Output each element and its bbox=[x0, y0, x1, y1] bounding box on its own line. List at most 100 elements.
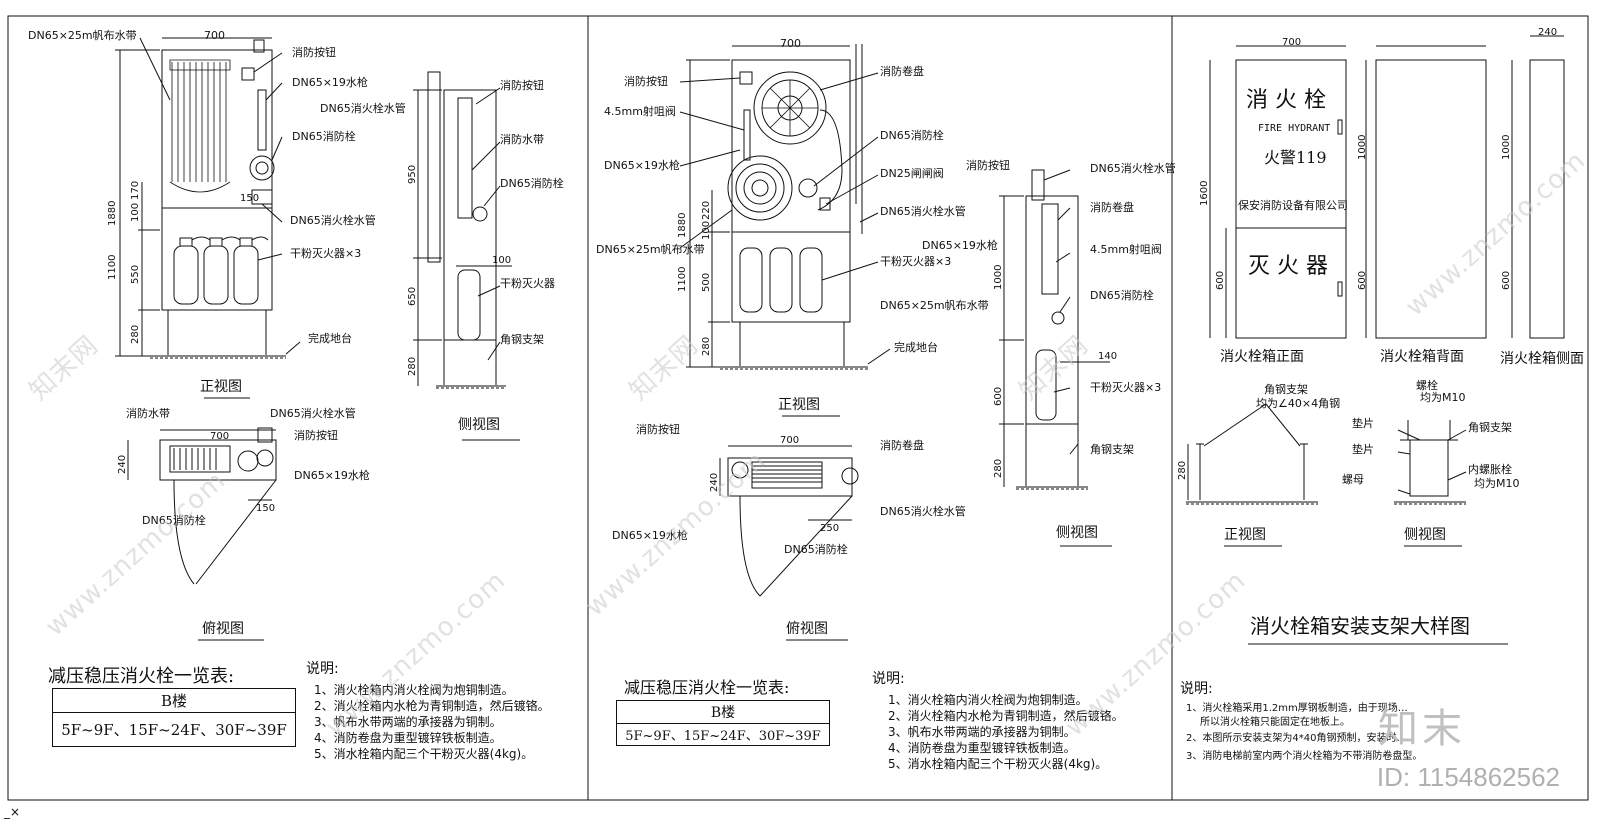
p2-dim-a: 220 bbox=[701, 200, 712, 220]
p1-top-dim-c: 150 bbox=[256, 503, 276, 514]
p1-side-dim-c: 280 bbox=[407, 356, 418, 376]
p1-side-extinguisher: 干粉灭火器 bbox=[500, 277, 555, 290]
p3-bs-label-7: 螺母 bbox=[1342, 473, 1364, 486]
p3-notes-title: 说明: bbox=[1180, 681, 1213, 697]
p1-label-nozzle: DN65×19水枪 bbox=[292, 76, 368, 89]
p2-side-nozzle: DN65×19水枪 bbox=[922, 239, 998, 252]
p2-side-dim-d: 140 bbox=[1098, 351, 1118, 362]
p2-side-hydrant: DN65消防栓 bbox=[1090, 289, 1154, 302]
p3-bs-label-3: 垫片 bbox=[1352, 417, 1374, 430]
p2-side-extinguisher: 干粉灭火器×3 bbox=[1090, 381, 1162, 394]
p1-side-hose: 消防水带 bbox=[500, 133, 544, 146]
p3-bracket-side bbox=[1394, 420, 1467, 505]
p2-label-nozzle: DN65×19水枪 bbox=[604, 159, 680, 172]
p1-label-pipe2: DN65消火栓水管 bbox=[290, 214, 376, 227]
p2-front-title: 正视图 bbox=[778, 397, 820, 413]
p2-top-view bbox=[719, 445, 859, 597]
p2-note-1: 1、消火栓箱内消火栓阀为炮铜制造。 bbox=[888, 693, 1088, 707]
sheet-frame bbox=[7, 15, 1589, 801]
p2-table-row: 5F~9F、15F~24F、30F~39F bbox=[616, 723, 830, 746]
p3-note-2: 所以消火栓箱只能固定在地板上。 bbox=[1200, 717, 1350, 728]
p2-side-dim-b: 600 bbox=[993, 386, 1004, 406]
p1-dim-b: 100 bbox=[130, 202, 141, 222]
p3-side-title: 消火栓箱侧面 bbox=[1500, 351, 1584, 367]
p2-side-valve: 4.5mm射咀阀 bbox=[1090, 243, 1162, 256]
p1-table-row: 5F~9F、15F~24F、30F~39F bbox=[52, 712, 296, 747]
p1-dim-e: 550 bbox=[130, 264, 141, 284]
p2-label-pipe: DN65消火栓水管 bbox=[880, 205, 966, 218]
p1-dim-c: 150 bbox=[240, 193, 260, 204]
p2-side-dim-c: 280 bbox=[993, 458, 1004, 478]
p3-bs-label-4: 角钢支架 bbox=[1468, 421, 1512, 434]
p3-bracket-dim: 280 bbox=[1177, 460, 1188, 480]
brand-logo: 知末 bbox=[1378, 706, 1466, 752]
p1-dim-width: 700 bbox=[204, 29, 225, 42]
p1-top-hydrant: DN65消防栓 bbox=[142, 514, 206, 527]
p3-front-line1: 消 火 栓 bbox=[1246, 88, 1326, 113]
p2-top-dim-a: 700 bbox=[780, 435, 800, 446]
p1-note-5: 5、消水栓箱内配三个干粉灭火器(4kg)。 bbox=[314, 747, 534, 761]
p2-side-title: 侧视图 bbox=[1056, 525, 1098, 541]
p1-front-title: 正视图 bbox=[200, 379, 242, 395]
p2-side-view bbox=[999, 169, 1110, 490]
p2-dim-width: 700 bbox=[780, 37, 801, 50]
p2-dim-d: 500 bbox=[701, 272, 712, 292]
p2-side-bracket: 角钢支架 bbox=[1090, 443, 1134, 456]
p1-label-pipe: DN65消火栓水管 bbox=[320, 102, 406, 115]
p1-note-1: 1、消火栓箱内消火栓阀为炮铜制造。 bbox=[314, 683, 514, 697]
p3-bracket-front bbox=[1186, 403, 1318, 505]
p1-label-floor: 完成地台 bbox=[308, 332, 352, 345]
p2-table-caption: 减压稳压消火栓一览表: bbox=[624, 678, 790, 697]
p3-bs-label-8: 均为M10 bbox=[1474, 477, 1520, 490]
p2-label-button: 消防按钮 bbox=[624, 75, 668, 88]
p2-dim-c: 1100 bbox=[677, 266, 688, 292]
p3-note-3: 2、本图所示安装支架为4*40角钢预制，安装时… bbox=[1186, 733, 1407, 744]
p3-side-dim-w: 240 bbox=[1538, 27, 1558, 38]
p2-table-header: B楼 bbox=[616, 700, 830, 724]
p3-box-front bbox=[1209, 45, 1347, 339]
p3-box-back bbox=[1365, 45, 1487, 339]
p3-front-line5: 灭 火 器 bbox=[1248, 254, 1328, 279]
p3-bs-label-5: 垫片 bbox=[1352, 443, 1374, 456]
p1-top-nozzle: DN65×19水枪 bbox=[294, 469, 370, 482]
p1-side-dim-a: 950 bbox=[407, 164, 418, 184]
p2-top-hydrant: DN65消防栓 bbox=[784, 543, 848, 556]
p3-front-dim-width: 700 bbox=[1282, 37, 1302, 48]
p3-front-line2: FIRE HYDRANT bbox=[1258, 123, 1331, 134]
p1-table-caption: 减压稳压消火栓一览表: bbox=[48, 666, 235, 687]
p2-dim-total: 1880 bbox=[677, 212, 688, 238]
p3-side-dim-a: 1000 bbox=[1501, 134, 1512, 160]
p2-top-button: 消防按钮 bbox=[636, 423, 680, 436]
p2-side-pipe: DN65消火栓水管 bbox=[1090, 162, 1176, 175]
p1-side-dim-b: 650 bbox=[407, 286, 418, 306]
p1-dim-d: 1100 bbox=[107, 254, 118, 280]
p2-label-hydrant: DN65消防栓 bbox=[880, 129, 944, 142]
p2-side-hose: DN65×25m帆布水带 bbox=[880, 299, 989, 312]
p2-top-dim-c: 250 bbox=[820, 523, 840, 534]
id-tag: ID: 1154862562 bbox=[1376, 762, 1560, 792]
p2-notes-title: 说明: bbox=[872, 671, 905, 687]
p1-side-view bbox=[413, 71, 512, 389]
p1-table: B楼 5F~9F、15F~24F、30F~39F bbox=[52, 688, 296, 747]
p2-table: B楼 5F~9F、15F~24F、30F~39F bbox=[616, 700, 830, 746]
p1-note-3: 3、帆布水带两端的承接器为铜制。 bbox=[314, 715, 502, 729]
p1-note-2: 2、消火栓箱内水枪为青铜制造，然后镀铬。 bbox=[314, 699, 550, 713]
p1-dim-f: 280 bbox=[130, 324, 141, 344]
p2-note-4: 4、消防卷盘为重型镀锌铁板制造。 bbox=[888, 741, 1076, 755]
p2-note-2: 2、消火栓箱内水枪为青铜制造，然后镀铬。 bbox=[888, 709, 1124, 723]
p1-label-button: 消防按钮 bbox=[292, 46, 336, 59]
p1-notes-title: 说明: bbox=[306, 661, 339, 677]
p1-top-view bbox=[127, 427, 277, 585]
p1-side-dim-d: 100 bbox=[492, 255, 512, 266]
p3-front-dim-l: 600 bbox=[1215, 270, 1226, 290]
p3-front-line4: 保安消防设备有限公司 bbox=[1238, 199, 1348, 212]
p1-side-bracket: 角钢支架 bbox=[500, 333, 544, 346]
p3-front-line3: 火警119 bbox=[1264, 148, 1327, 167]
p1-dim-total: 1880 bbox=[107, 200, 118, 226]
p3-bracket-label2: 均为∠40×4角钢 bbox=[1256, 397, 1341, 410]
p2-dim-b: 100 bbox=[701, 220, 712, 240]
p3-bs-label-6: 内螺胀栓 bbox=[1468, 463, 1512, 476]
p3-bs-label-2: 均为M10 bbox=[1420, 391, 1466, 404]
